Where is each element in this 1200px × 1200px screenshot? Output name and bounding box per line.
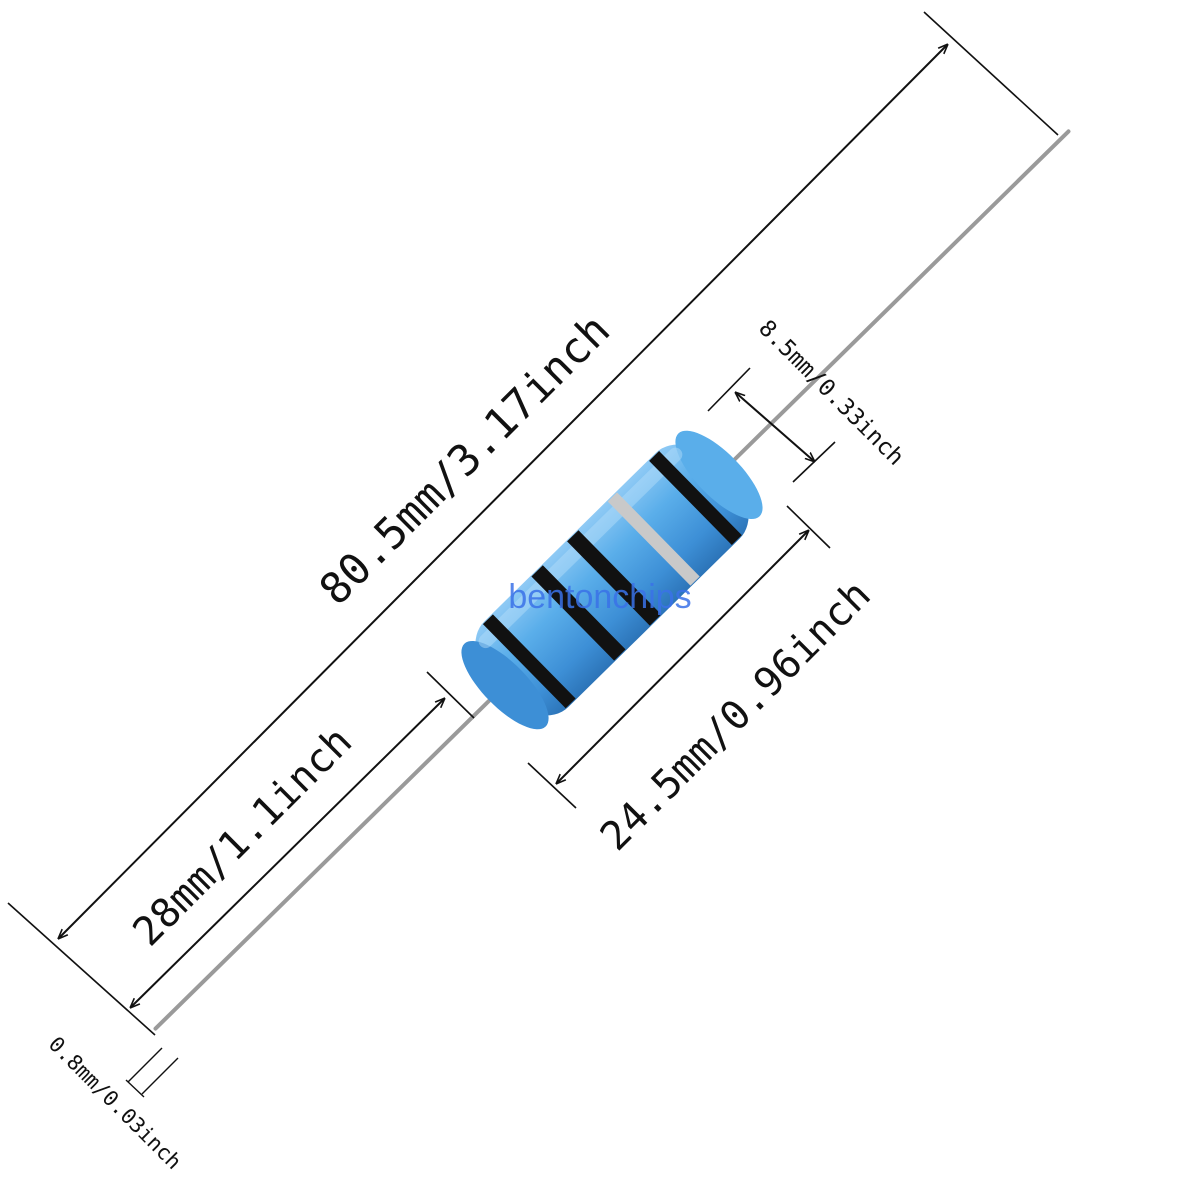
body-length-arrow: [556, 530, 809, 784]
body-diameter-ext-left: [707, 367, 751, 412]
body-diameter-arrow: [735, 392, 815, 462]
body-length-ext-top: [786, 505, 831, 549]
lead-length-arrow: [130, 698, 445, 1008]
watermark-text: bentonchips: [508, 578, 691, 616]
body-diameter-label: 8.5mm/0.33inch: [753, 315, 908, 470]
lead-diameter-ext-left: [127, 1047, 163, 1083]
total-length-ext-top: [923, 11, 1059, 136]
total-length-ext-bottom: [7, 902, 156, 1036]
lead-length-ext-top: [426, 671, 475, 719]
lead-diameter-tick: [125, 1079, 145, 1098]
lead-diameter-dimension: 0.8mm/0.03inch: [44, 1032, 186, 1174]
lead-length-dimension: 28mm/1.1inch: [124, 671, 475, 1008]
body-length-ext-bottom: [527, 762, 577, 809]
lead-diameter-ext-right: [141, 1057, 179, 1095]
total-length-arrow: [58, 44, 948, 939]
lead-diameter-label: 0.8mm/0.03inch: [44, 1032, 186, 1174]
